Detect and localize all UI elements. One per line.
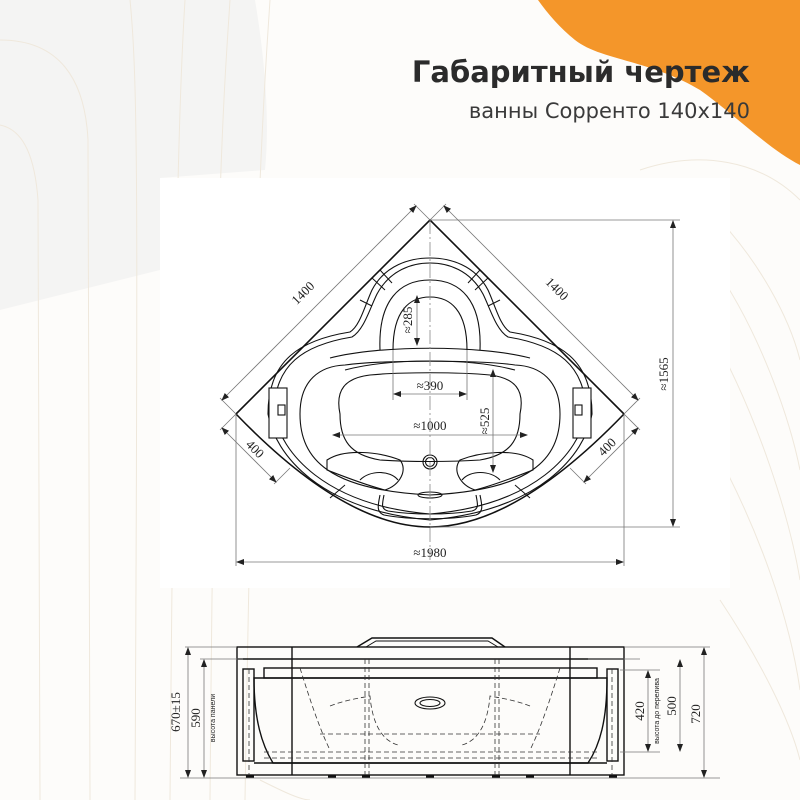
dim-285: ≈285 (400, 307, 415, 334)
background-gray-shape (0, 0, 267, 310)
label-overflow-height: высота до перелива (654, 678, 661, 744)
dim-1400-left: 1400 (288, 278, 317, 307)
page-title: Габаритный чертеж (411, 55, 750, 89)
side-frame (236, 646, 625, 776)
dim-1565: ≈1565 (656, 357, 671, 390)
dim-525: ≈525 (477, 408, 492, 435)
dim-1980: ≈1980 (413, 545, 446, 560)
dim-1000: ≈1000 (413, 418, 446, 433)
label-panel-height: высота панели (210, 694, 217, 742)
dim-400-right: 400 (595, 435, 619, 459)
dim-720: 720 (688, 704, 703, 724)
orange-corner-shape (538, 0, 800, 165)
jet-ellipse (414, 696, 446, 710)
dim-420: 420 (632, 701, 647, 721)
page-subtitle: ванны Сорренто 140х140 (468, 99, 750, 123)
dim-590: 590 (188, 708, 203, 728)
side-view: 670±15 590 высота панели 420 высота до п… (168, 637, 720, 779)
dim-1400-right: 1400 (543, 274, 572, 303)
top-view: 1400 1400 400 400 ≈1980 ≈1565 ≈285 ≈390 … (219, 203, 680, 566)
title-block: Габаритный чертеж ванны Сорренто 140х140 (412, 54, 750, 126)
dim-390: ≈390 (417, 378, 444, 393)
dim-500: 500 (664, 696, 679, 716)
dim-670: 670±15 (168, 692, 183, 732)
